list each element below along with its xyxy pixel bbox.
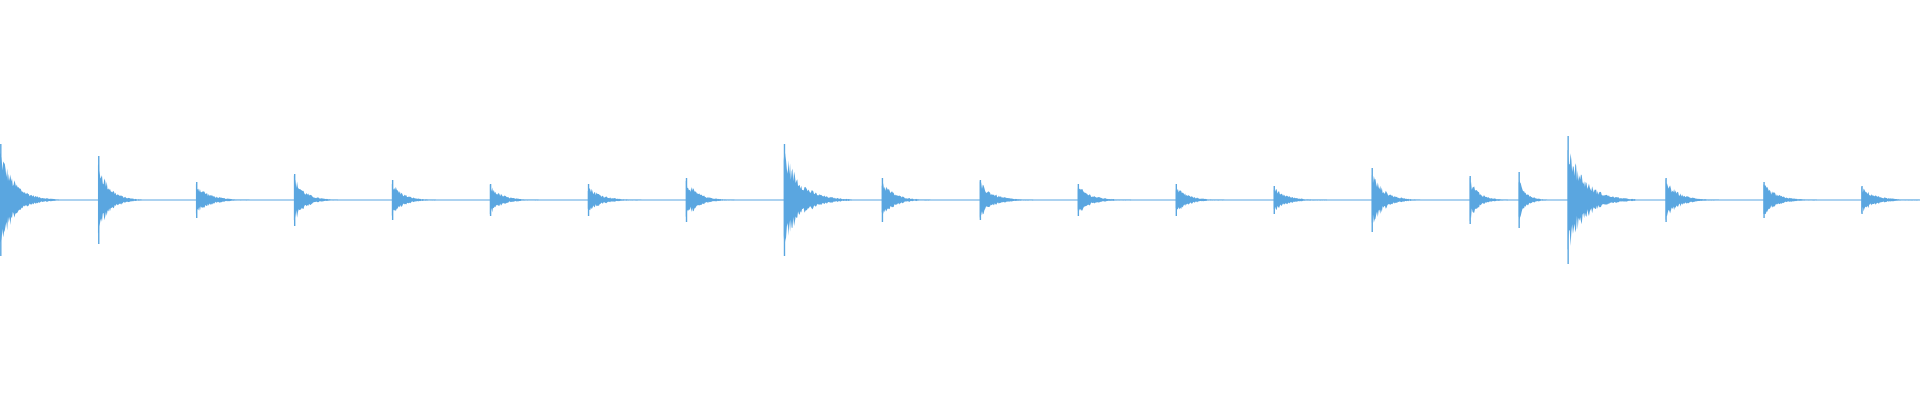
waveform-hit (97, 162, 142, 234)
waveform-hit (0, 152, 59, 245)
waveform-hit (1371, 174, 1421, 224)
waveform-hit (391, 183, 436, 216)
waveform-hit (979, 180, 1034, 219)
waveform-hit (1518, 177, 1548, 222)
waveform-hit (1861, 186, 1920, 213)
waveform-hit (783, 150, 852, 246)
waveform-hit (1077, 185, 1132, 213)
waveform-hit (1469, 177, 1508, 222)
waveform-hit (685, 180, 735, 217)
waveform-hit (195, 183, 250, 214)
waveform-hit (1763, 183, 1817, 215)
waveform-hit (293, 175, 338, 221)
waveform-hit (489, 184, 539, 215)
waveform-hit (881, 183, 931, 215)
waveform-hit (1273, 189, 1328, 210)
waveform-hit (1665, 178, 1719, 221)
waveform-hit (587, 187, 642, 211)
waveform-hit (1567, 150, 1636, 250)
waveform-hits (0, 136, 1920, 264)
waveform-hit (1175, 188, 1225, 210)
